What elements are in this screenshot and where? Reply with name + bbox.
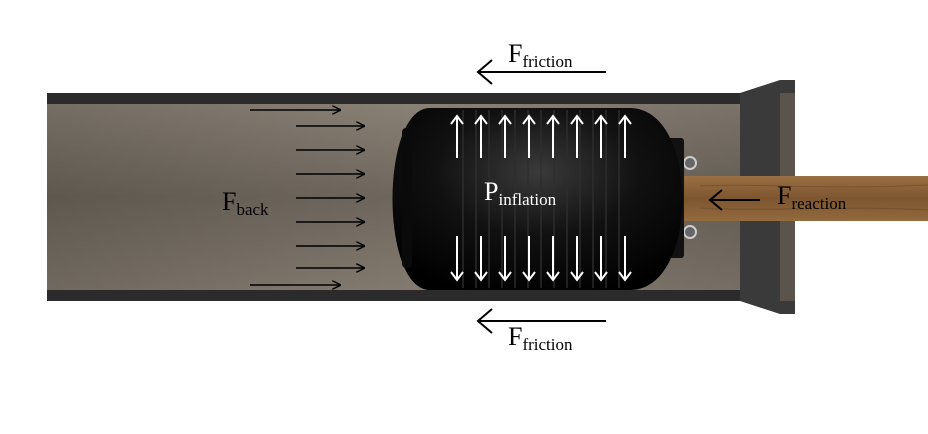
label-reaction: Freaction (777, 181, 847, 213)
label-back: Fback (222, 187, 269, 219)
back-pressure-arrows (250, 110, 364, 285)
pipe-wall-top (47, 93, 782, 104)
inflatable-plug (392, 108, 683, 290)
wooden-rod (683, 176, 928, 221)
bolt-top (683, 156, 697, 170)
plug-ribs (462, 110, 620, 288)
label-inflation: Pinflation (484, 177, 557, 209)
bolt-bottom (683, 225, 697, 239)
friction-arrow-bottom (476, 308, 606, 334)
pipe-wall-bottom (47, 290, 782, 301)
reaction-arrow (708, 189, 760, 211)
inflation-arrows-down (450, 236, 632, 282)
friction-arrow-top (476, 59, 606, 85)
label-friction-bottom: Ffriction (508, 322, 573, 354)
label-friction-top: Ffriction (508, 39, 573, 71)
inflation-arrows-up (450, 114, 632, 158)
